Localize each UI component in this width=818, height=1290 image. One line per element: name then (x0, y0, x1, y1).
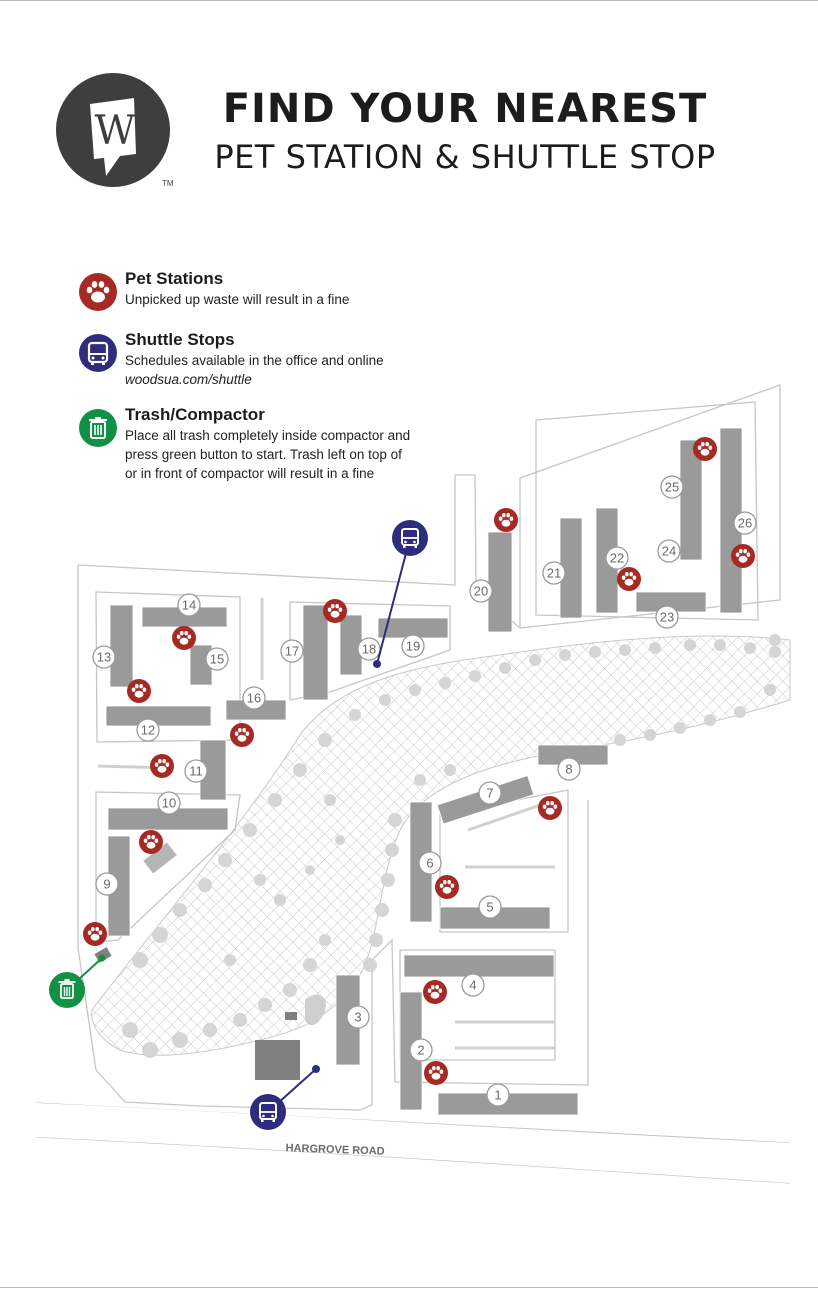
building-number-badge: 2 (409, 1038, 433, 1062)
building-number-badge: 21 (542, 561, 566, 585)
building-number: 13 (97, 650, 111, 665)
building-number: 8 (565, 762, 572, 777)
building-number: 20 (474, 584, 488, 599)
building-number-badge: 16 (242, 686, 266, 710)
building-number-badge: 7 (478, 781, 502, 805)
building-number: 25 (665, 480, 679, 495)
building-number-badge: 17 (280, 639, 304, 663)
building-number-badge: 1 (486, 1083, 510, 1107)
building-number: 22 (610, 551, 624, 566)
building-number-badge: 3 (346, 1005, 370, 1029)
building-number: 4 (469, 978, 476, 993)
pet-station-icon (617, 567, 641, 591)
building-number-badge: 24 (657, 539, 681, 563)
building-number: 5 (486, 900, 493, 915)
building-number-badge: 9 (95, 872, 119, 896)
legend-trash-text: Place all trash completely inside compac… (125, 426, 485, 483)
page-title: FIND YOUR NEAREST (222, 86, 708, 132)
svg-text:HARGROVE ROAD: HARGROVE ROAD (285, 1142, 384, 1157)
building-number-badge: 14 (177, 593, 201, 617)
building-number: 15 (210, 652, 224, 667)
pet-station-icon (538, 796, 562, 820)
building-number: 18 (362, 642, 376, 657)
pet-station-icon (230, 723, 254, 747)
legend-trash-line1: Place all trash completely inside compac… (125, 428, 411, 443)
building-number: 23 (660, 610, 674, 625)
building-number: 11 (189, 764, 203, 779)
legend-shuttle-title: Shuttle Stops (125, 330, 235, 349)
building-number-badge: 15 (205, 647, 229, 671)
top-rule (0, 0, 818, 1)
legend-trash-line2: press green button to start. Trash left … (125, 447, 402, 462)
legend-trash-title: Trash/Compactor (125, 405, 265, 424)
pet-station-icon (494, 508, 518, 532)
trash-icon (79, 409, 117, 447)
trash-compactor-icon (49, 972, 85, 1008)
pet-station-icon (150, 754, 174, 778)
pet-station-icon (83, 922, 107, 946)
pet-station-icon (172, 626, 196, 650)
bus-icon (79, 334, 117, 372)
pet-station-icon (424, 1061, 448, 1085)
building-number: 14 (182, 598, 196, 613)
building-number-badge: 11 (184, 759, 208, 783)
building-number: 10 (162, 796, 176, 811)
building-number: 19 (406, 639, 420, 654)
building-number: 1 (494, 1088, 501, 1103)
building-number-badge: 5 (478, 895, 502, 919)
building-number-badge: 18 (357, 637, 381, 661)
pet-station-icon (423, 980, 447, 1004)
building-number-badge: 13 (92, 645, 116, 669)
building-number: 21 (547, 566, 561, 581)
building-number-badge: 10 (157, 791, 181, 815)
paw-icon (79, 273, 117, 311)
building-number: 17 (285, 644, 299, 659)
building-number: 2 (417, 1043, 424, 1058)
building-number: 16 (247, 691, 261, 706)
legend-shuttle-text: Schedules available in the office and on… (125, 351, 485, 389)
building-number: 12 (141, 723, 155, 738)
building-number-badge: 12 (136, 718, 160, 742)
pet-station-icon (693, 437, 717, 461)
building-number: 9 (103, 877, 110, 892)
building-number-badge: 4 (461, 973, 485, 997)
shuttle-stop-icon (391, 519, 429, 557)
svg-text:W: W (94, 108, 135, 154)
building-number-badge: 23 (655, 605, 679, 629)
woods-logo: W TM (56, 73, 174, 188)
pet-station-icon (731, 544, 755, 568)
page-subtitle: PET STATION & SHUTTLE STOP (214, 138, 716, 176)
building-number-badge: 26 (733, 511, 757, 535)
bottom-rule (0, 1287, 818, 1288)
legend-pet-text: Unpicked up waste will result in a fine (125, 292, 350, 307)
building-number-badge: 20 (469, 579, 493, 603)
building-number: 26 (738, 516, 752, 531)
building-number: 24 (662, 544, 676, 559)
building-number-badge: 25 (660, 475, 684, 499)
building-number: 6 (426, 856, 433, 871)
svg-text:TM: TM (162, 179, 174, 188)
building-number-badge: 8 (557, 757, 581, 781)
legend-shuttle-schedule: Schedules available in the office and on… (125, 353, 384, 368)
building-number-badge: 22 (605, 546, 629, 570)
legend-pet-title: Pet Stations (125, 269, 224, 288)
pet-station-icon (435, 875, 459, 899)
legend-shuttle-url: woodsua.com/shuttle (125, 372, 252, 387)
legend-trash-line3: or in front of compactor will result in … (125, 466, 375, 481)
building-number-badge: 19 (401, 634, 425, 658)
building-number: 7 (486, 786, 493, 801)
shuttle-stop-icon (249, 1093, 287, 1131)
pet-station-icon (139, 830, 163, 854)
building-number-badge: 6 (418, 851, 442, 875)
pet-station-icon (127, 679, 151, 703)
pet-station-icon (323, 599, 347, 623)
building-number: 3 (354, 1010, 361, 1025)
